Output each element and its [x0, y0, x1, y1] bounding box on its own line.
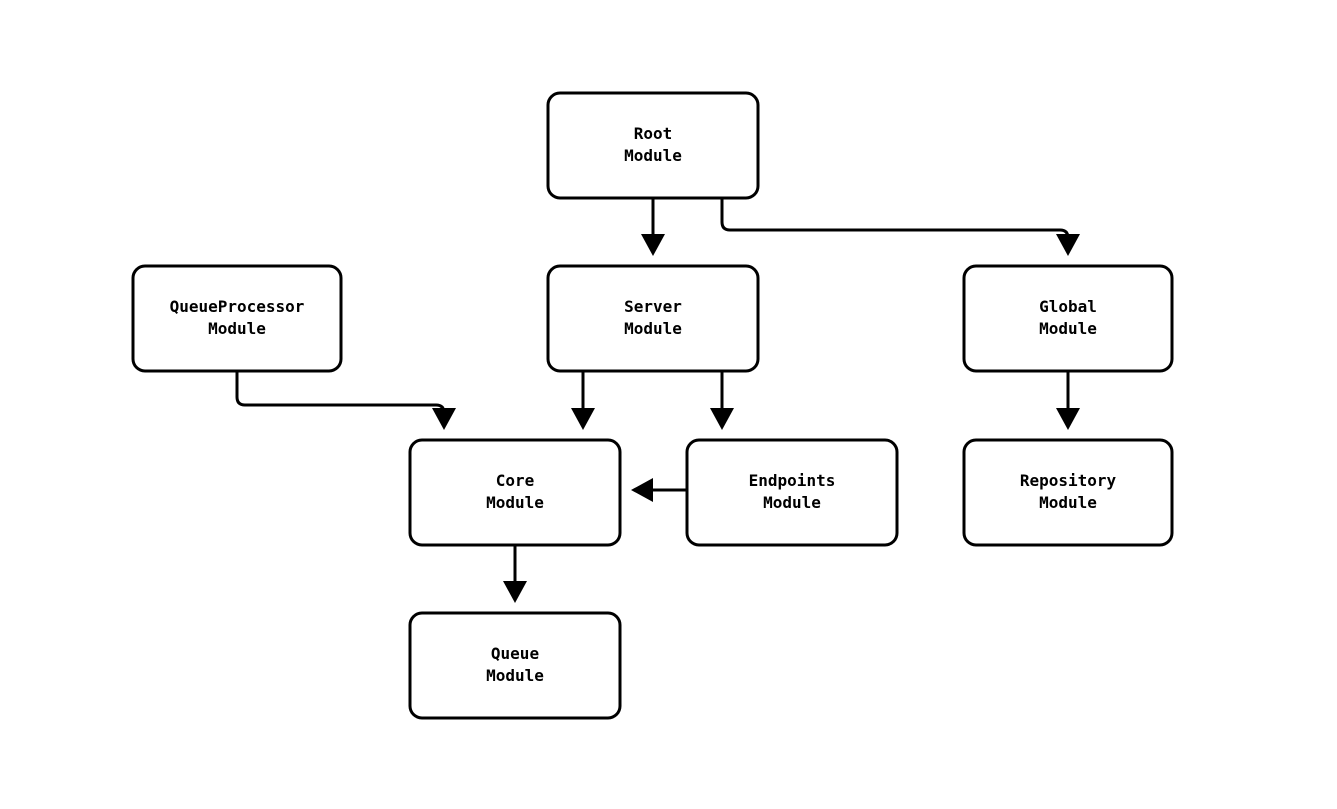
edge-queueprocessor-to-core [235, 371, 446, 415]
node-core[interactable]: Core Module [408, 438, 622, 547]
node-label-queue-line2: Module [486, 666, 544, 685]
node-label-global-line2: Module [1039, 319, 1097, 338]
node-label-queueprocessor-line2: Module [208, 319, 266, 338]
node-label-endpoints-line2: Module [763, 493, 821, 512]
arrowhead-icon-queueprocessor-to-core [432, 408, 456, 430]
node-box-queue[interactable] [408, 611, 622, 720]
node-server[interactable]: Server Module [546, 264, 760, 373]
node-queue[interactable]: Queue Module [408, 611, 622, 720]
node-label-global-line1: Global [1039, 297, 1097, 316]
node-label-root-line2: Module [624, 146, 682, 165]
node-box-core[interactable] [408, 438, 622, 547]
arrowhead-icon-global-to-repository [1056, 408, 1080, 430]
node-box-root[interactable] [546, 91, 760, 200]
node-box-server[interactable] [546, 264, 760, 373]
node-queueprocessor[interactable]: QueueProcessor Module [131, 264, 343, 373]
node-label-queue-line1: Queue [491, 644, 539, 663]
node-box-repository[interactable] [962, 438, 1174, 547]
node-label-queueprocessor-line1: QueueProcessor [170, 297, 305, 316]
node-label-server-line1: Server [624, 297, 682, 316]
arrowhead-icon-server-to-core [571, 408, 595, 430]
node-label-server-line2: Module [624, 319, 682, 338]
arrowhead-icon-endpoints-to-core [631, 478, 653, 502]
node-root[interactable]: Root Module [546, 91, 760, 200]
node-label-root-line1: Root [634, 124, 673, 143]
arrowhead-icon-server-to-endpoints [710, 408, 734, 430]
node-label-core-line2: Module [486, 493, 544, 512]
arrowhead-icon-root-to-server [641, 234, 665, 256]
node-box-global[interactable] [962, 264, 1174, 373]
arrowhead-layer [432, 234, 1080, 603]
edge-root-to-global [720, 198, 1070, 240]
node-endpoints[interactable]: Endpoints Module [685, 438, 899, 547]
node-label-repository-line2: Module [1039, 493, 1097, 512]
node-repository[interactable]: Repository Module [962, 438, 1174, 547]
node-label-repository-line1: Repository [1020, 471, 1117, 490]
arrowhead-icon-core-to-queue [503, 581, 527, 603]
node-global[interactable]: Global Module [962, 264, 1174, 373]
node-box-queueprocessor[interactable] [131, 264, 343, 373]
node-box-endpoints[interactable] [685, 438, 899, 547]
edge-layer [235, 198, 1070, 581]
arrowhead-icon-root-to-global [1056, 234, 1080, 256]
node-label-core-line1: Core [496, 471, 535, 490]
node-label-endpoints-line1: Endpoints [749, 471, 836, 490]
